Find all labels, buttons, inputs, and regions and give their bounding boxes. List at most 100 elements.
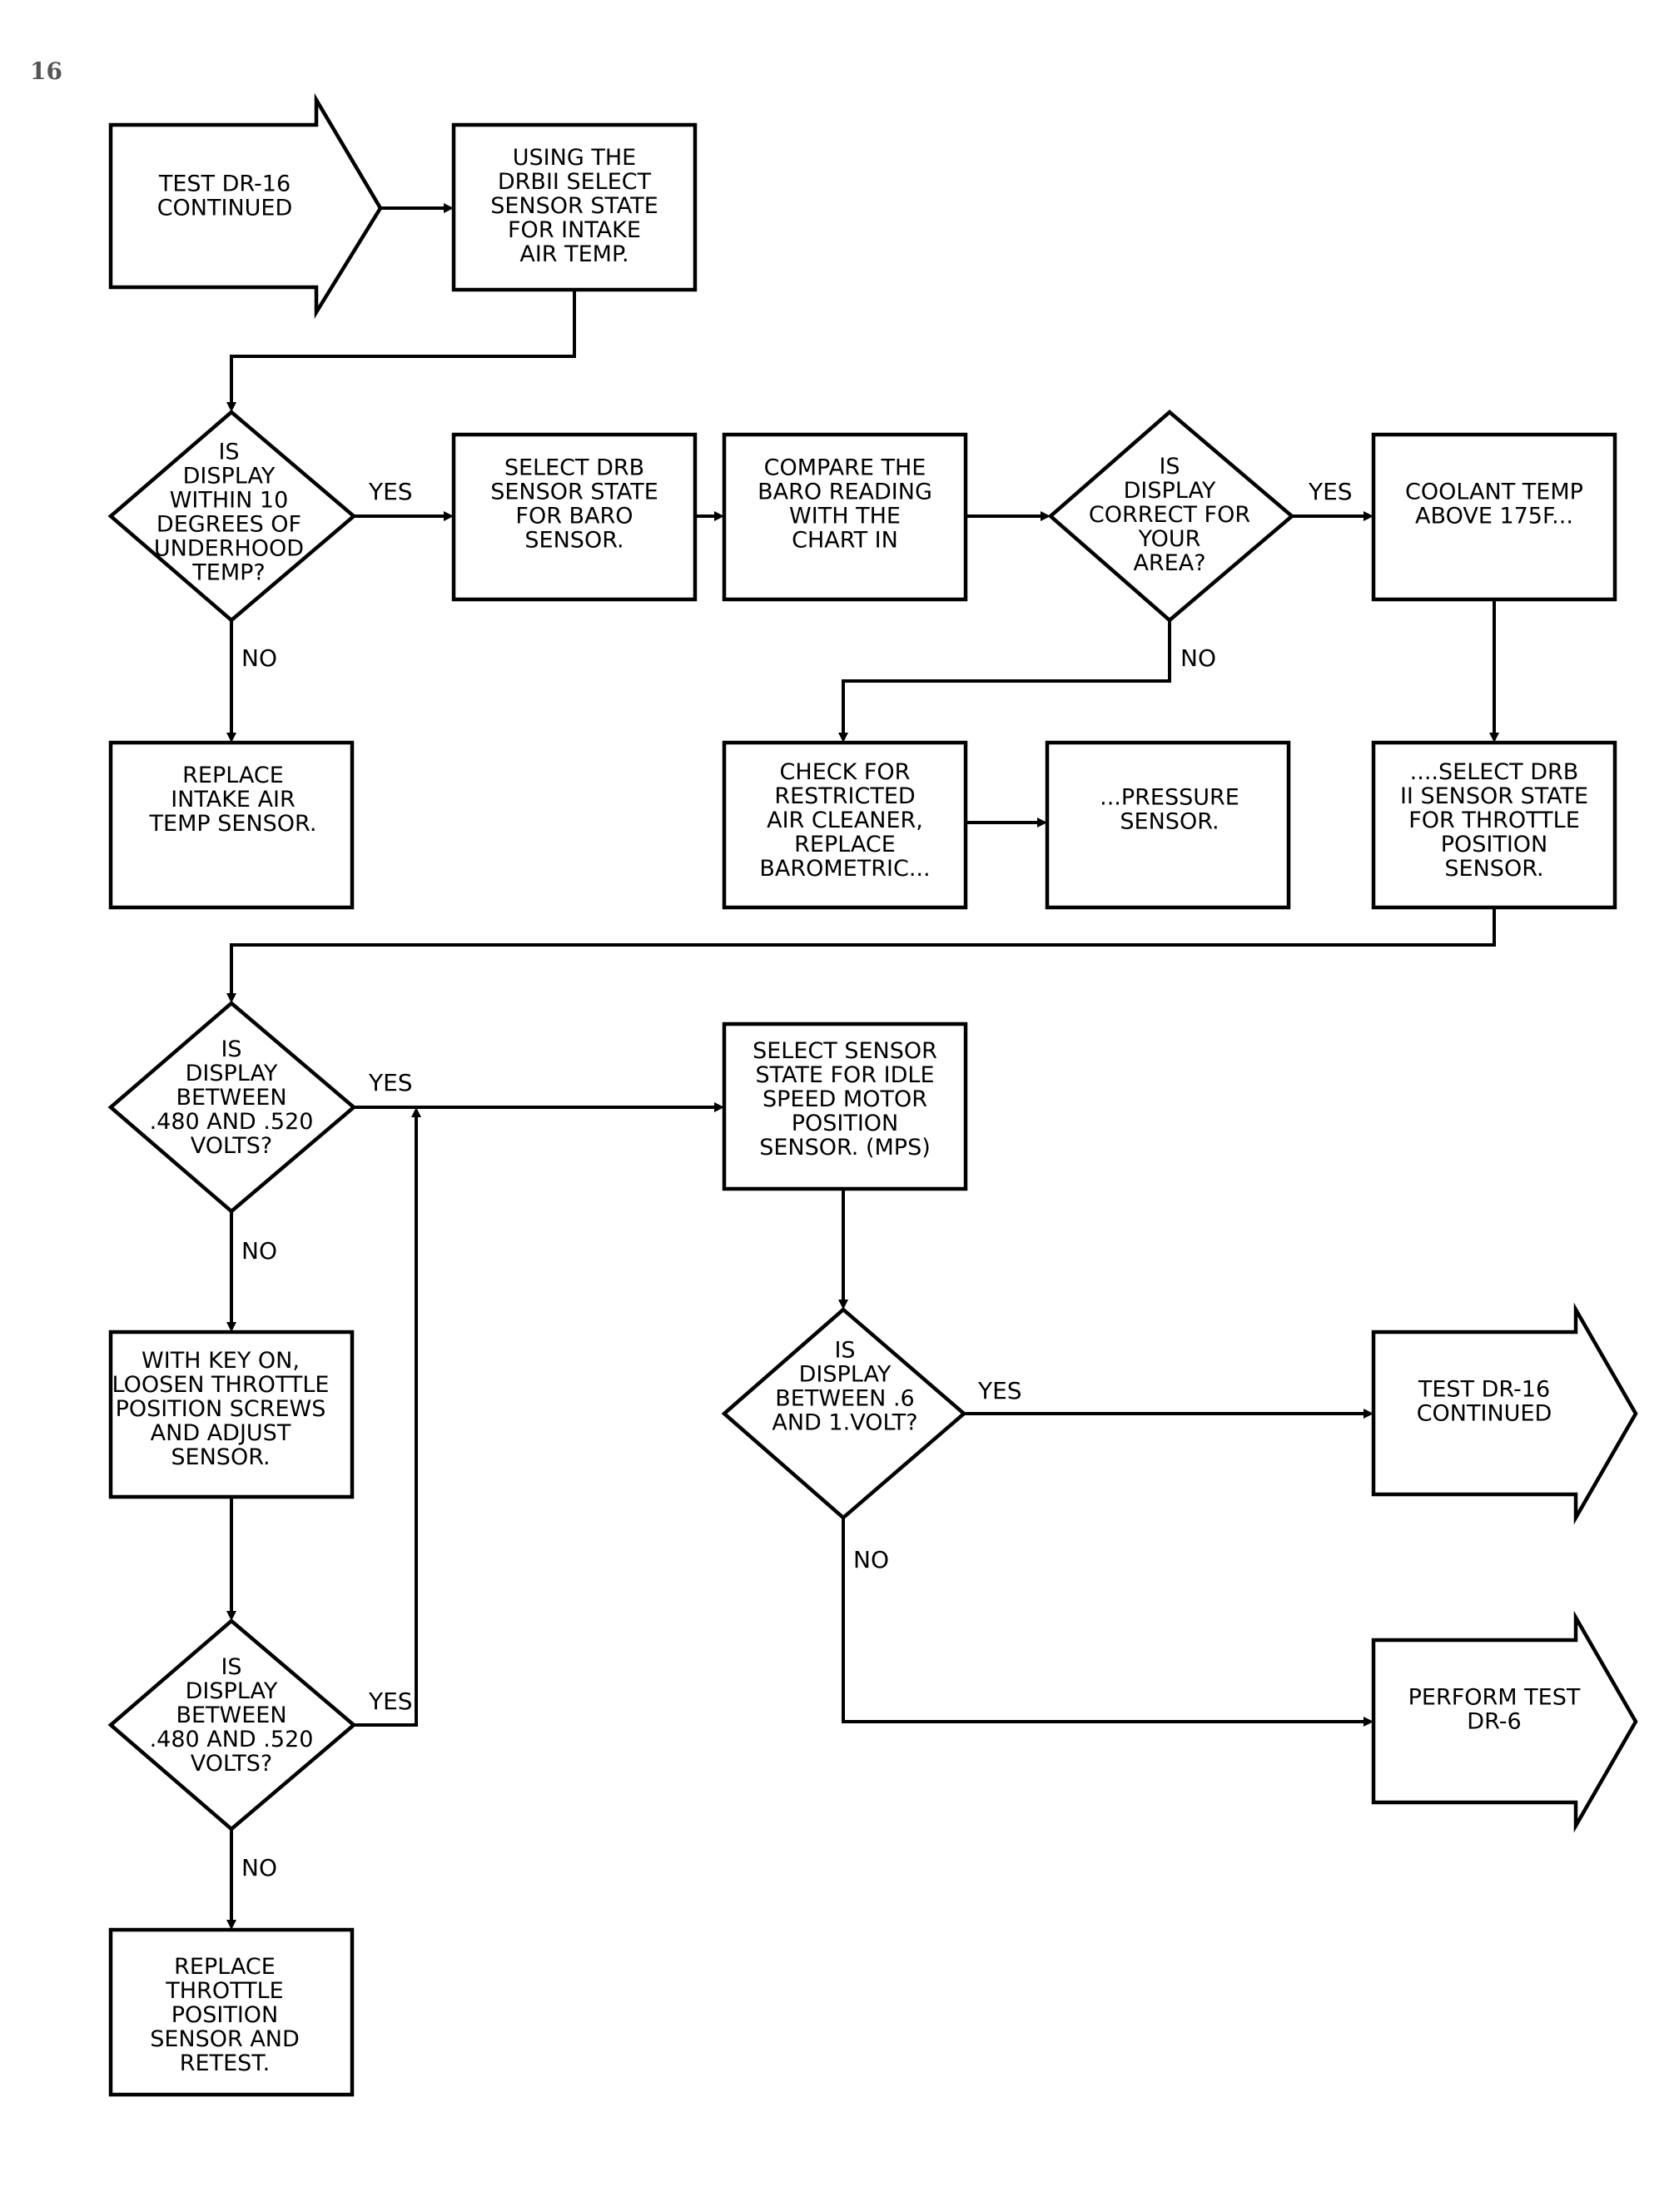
arrowhead — [1364, 1717, 1374, 1727]
connector-tps2-yes — [354, 1116, 418, 1727]
node-text-line: DEGREES OF — [156, 512, 301, 538]
arrowhead — [226, 1322, 236, 1332]
node-text-line: INTAKE AIR — [171, 787, 296, 813]
arrowhead — [226, 1611, 236, 1621]
node-text-line: REPLACE — [794, 832, 896, 857]
label-tps2-no: NO — [241, 1854, 277, 1881]
node-text-line: IS — [221, 1654, 241, 1680]
arrowhead — [1364, 511, 1374, 521]
label-baro-yes: YES — [1308, 478, 1353, 505]
node-text-line: DRBII SELECT — [498, 169, 652, 195]
node-text-line: UNDERHOOD — [154, 536, 304, 562]
node-text-line: IS — [834, 1338, 855, 1364]
node-text-line: AND 1.VOLT? — [772, 1410, 917, 1436]
node-text-line: SELECT SENSOR — [753, 1038, 937, 1064]
node-text-line: STATE FOR IDLE — [755, 1062, 934, 1088]
node-text-line: DISPLAY — [1124, 478, 1216, 504]
label-tps1-no: NO — [241, 1237, 277, 1265]
arrowhead — [714, 1102, 724, 1112]
node-text-line: ....SELECT DRB — [1410, 759, 1579, 785]
label-intake-no: NO — [241, 644, 277, 672]
node-text-line: .480 AND .520 — [150, 1727, 314, 1752]
node-text-line: SENSOR. — [1120, 809, 1219, 835]
node-text-line: COOLANT TEMP — [1405, 480, 1583, 505]
arrowhead — [1489, 733, 1499, 743]
connector-intake-decision — [230, 290, 576, 404]
label-baro-no: NO — [1180, 644, 1216, 672]
node-text-line: AREA? — [1133, 550, 1205, 576]
arrowhead — [714, 511, 724, 521]
node-text-line: DISPLAY — [186, 1061, 278, 1086]
node-text-line: CONTINUED — [1417, 1401, 1552, 1427]
node-text-line: BARO READING — [758, 480, 932, 505]
connector-baro-no — [842, 620, 1171, 734]
node-text-line: ...PRESSURE — [1100, 785, 1239, 811]
node-text-line: TEMP? — [191, 560, 265, 586]
label-mps-yes: YES — [977, 1377, 1022, 1404]
node-text-line: CONTINUED — [157, 196, 293, 221]
node-text-line: PERFORM TEST — [1408, 1685, 1581, 1711]
node-text-line: IS — [1159, 454, 1180, 480]
node-text-line: BAROMETRIC... — [759, 856, 930, 882]
node-text-line: BETWEEN .6 — [775, 1386, 914, 1412]
node-text-line: CORRECT FOR — [1089, 502, 1250, 528]
node-text-line: POSITION — [1441, 832, 1548, 857]
node-text-line: SPEED MOTOR — [763, 1086, 927, 1112]
node-text-line: LOOSEN THROTTLE — [112, 1372, 330, 1398]
node-text-line: AIR TEMP. — [519, 241, 628, 267]
page-number: 16 — [30, 57, 62, 85]
node-text-line: DISPLAY — [799, 1362, 892, 1388]
node-text-line: VOLTS? — [191, 1751, 273, 1777]
node-text-line: DR-6 — [1467, 1709, 1521, 1735]
arrowhead — [1041, 511, 1051, 521]
label-intake-yes: YES — [368, 478, 413, 505]
node-text-line: WITH KEY ON, — [142, 1348, 300, 1374]
node-text-line: POSITION — [792, 1111, 899, 1136]
node-text-line: II SENSOR STATE — [1400, 783, 1588, 809]
arrowhead — [444, 203, 454, 213]
node-text-line: REPLACE — [174, 1954, 276, 1980]
node-text-line: SENSOR. — [1444, 856, 1543, 882]
label-mps-no: NO — [853, 1546, 889, 1573]
node-text-line: WITH THE — [789, 504, 901, 529]
node-text-line: AND ADJUST — [151, 1420, 291, 1446]
node-text-line: SELECT DRB — [504, 455, 644, 481]
node-text-line: .480 AND .520 — [150, 1109, 314, 1135]
node-text-line: SENSOR STATE — [490, 480, 658, 505]
node-text-line: ABOVE 175F... — [1415, 504, 1573, 529]
node-text-line: FOR THROTTLE — [1408, 808, 1580, 833]
node-text-line: USING THE — [513, 145, 636, 171]
node-text-line: DISPLAY — [186, 1678, 278, 1704]
node-text-line: THROTTLE — [165, 1978, 283, 2004]
node-text-line: BETWEEN — [176, 1702, 286, 1728]
node-text-line: DISPLAY — [183, 464, 276, 490]
arrowhead — [226, 733, 236, 743]
node-text-line: FOR BARO — [515, 504, 633, 529]
node-text-line: VOLTS? — [191, 1133, 273, 1159]
node-text-line: SENSOR. (MPS) — [759, 1135, 931, 1161]
